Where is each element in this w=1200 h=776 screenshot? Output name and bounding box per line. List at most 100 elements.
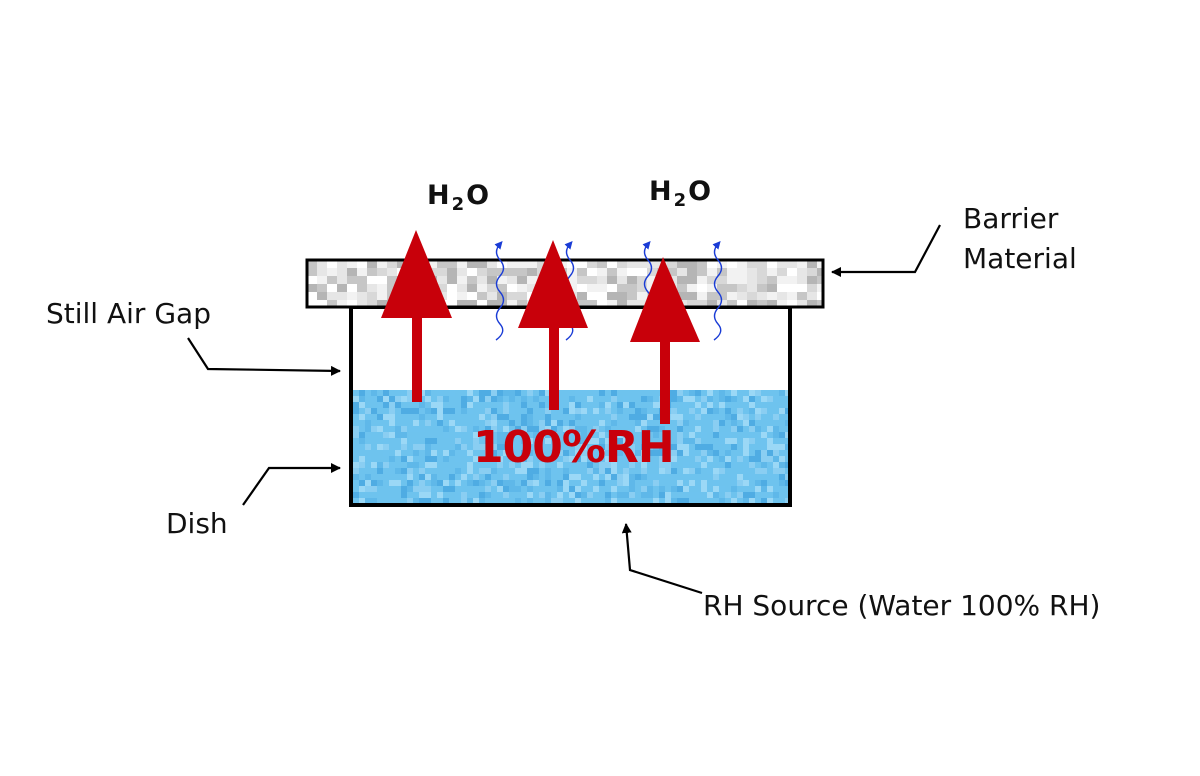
barrier-texture-tile	[367, 276, 377, 284]
water-texture-tile	[527, 420, 533, 426]
water-texture-tile	[413, 486, 419, 492]
water-texture-tile	[503, 426, 509, 432]
water-texture-tile	[575, 486, 581, 492]
water-texture-tile	[623, 402, 629, 408]
barrier-texture-tile	[357, 284, 367, 292]
barrier-texture-tile	[617, 284, 627, 292]
water-texture-tile	[617, 444, 623, 450]
barrier-texture-tile	[487, 276, 497, 284]
water-texture-tile	[665, 492, 671, 498]
barrier-texture-tile	[507, 300, 517, 307]
barrier-callout-arrow	[831, 224, 941, 277]
water-texture-tile	[611, 474, 617, 480]
water-texture-tile	[737, 414, 743, 420]
water-texture-tile	[557, 462, 563, 468]
water-texture-tile	[533, 426, 539, 432]
water-texture-tile	[527, 450, 533, 456]
water-texture-tile	[671, 408, 677, 414]
barrier-texture-tile	[687, 284, 697, 292]
water-texture-tile	[575, 408, 581, 414]
water-texture-tile	[569, 456, 575, 462]
water-texture-tile	[395, 450, 401, 456]
water-texture-tile	[713, 486, 719, 492]
water-texture-tile	[467, 408, 473, 414]
water-texture-tile	[479, 390, 485, 396]
water-texture-tile	[641, 444, 647, 450]
water-texture-tile	[629, 450, 635, 456]
barrier-texture-tile	[387, 276, 397, 284]
water-texture-tile	[437, 480, 443, 486]
water-texture-tile	[557, 492, 563, 498]
barrier-texture-tile	[797, 268, 807, 276]
water-texture-tile	[623, 450, 629, 456]
water-texture-tile	[431, 474, 437, 480]
water-texture-tile	[641, 396, 647, 402]
water-texture-tile	[539, 402, 545, 408]
barrier-texture-tile	[697, 268, 707, 276]
water-texture-tile	[437, 492, 443, 498]
water-texture-tile	[767, 486, 773, 492]
water-texture-tile	[701, 456, 707, 462]
water-texture-tile	[491, 396, 497, 402]
barrier-texture-tile	[327, 292, 337, 300]
barrier-texture-tile	[307, 276, 317, 284]
water-texture-tile	[683, 402, 689, 408]
barrier-texture-tile	[447, 284, 457, 292]
water-texture-tile	[425, 390, 431, 396]
barrier-texture-tile	[307, 260, 317, 268]
water-texture-tile	[689, 498, 695, 503]
water-texture-tile	[611, 396, 617, 402]
water-texture-tile	[749, 408, 755, 414]
water-texture-tile	[431, 408, 437, 414]
water-texture-tile	[365, 426, 371, 432]
water-texture-tile	[737, 426, 743, 432]
water-texture-tile	[545, 414, 551, 420]
barrier-texture-tile	[587, 292, 597, 300]
water-texture-tile	[695, 468, 701, 474]
water-texture-tile	[623, 432, 629, 438]
water-texture-tile	[665, 468, 671, 474]
water-texture-tile	[731, 444, 737, 450]
water-texture-tile	[359, 462, 365, 468]
barrier-texture-tile	[727, 284, 737, 292]
barrier-label-line1: Barrier	[963, 202, 1059, 235]
barrier-texture-tile	[537, 260, 547, 268]
water-texture-tile	[407, 396, 413, 402]
water-texture-tile	[401, 444, 407, 450]
barrier-texture-tile	[577, 276, 587, 284]
barrier-texture-tile	[767, 292, 777, 300]
water-texture-tile	[743, 414, 749, 420]
barrier-texture-tile	[367, 284, 377, 292]
water-texture-tile	[413, 450, 419, 456]
barrier-texture-tile	[607, 292, 617, 300]
barrier-texture-tile	[787, 300, 797, 307]
water-texture-tile	[485, 486, 491, 492]
water-texture-tile	[497, 414, 503, 420]
water-texture-tile	[545, 492, 551, 498]
barrier-texture-tile	[337, 284, 347, 292]
water-texture-tile	[515, 390, 521, 396]
water-texture-tile	[629, 402, 635, 408]
water-texture-tile	[509, 480, 515, 486]
water-texture-tile	[533, 474, 539, 480]
water-texture-tile	[455, 498, 461, 503]
water-texture-tile	[761, 480, 767, 486]
water-texture-tile	[731, 438, 737, 444]
water-texture-tile	[509, 396, 515, 402]
water-texture-tile	[707, 492, 713, 498]
barrier-texture-tile	[727, 292, 737, 300]
water-texture-tile	[653, 498, 659, 503]
water-texture-tile	[443, 480, 449, 486]
water-texture-tile	[755, 414, 761, 420]
water-texture-tile	[743, 450, 749, 456]
barrier-texture-tile	[607, 284, 617, 292]
water-texture-tile	[383, 450, 389, 456]
water-texture-tile	[611, 414, 617, 420]
barrier-texture-tile	[437, 260, 447, 268]
barrier-texture-tile	[427, 260, 437, 268]
barrier-texture-tile	[677, 292, 687, 300]
water-texture-tile	[401, 432, 407, 438]
water-texture-tile	[677, 498, 683, 503]
water-texture-tile	[605, 402, 611, 408]
water-texture-tile	[677, 396, 683, 402]
